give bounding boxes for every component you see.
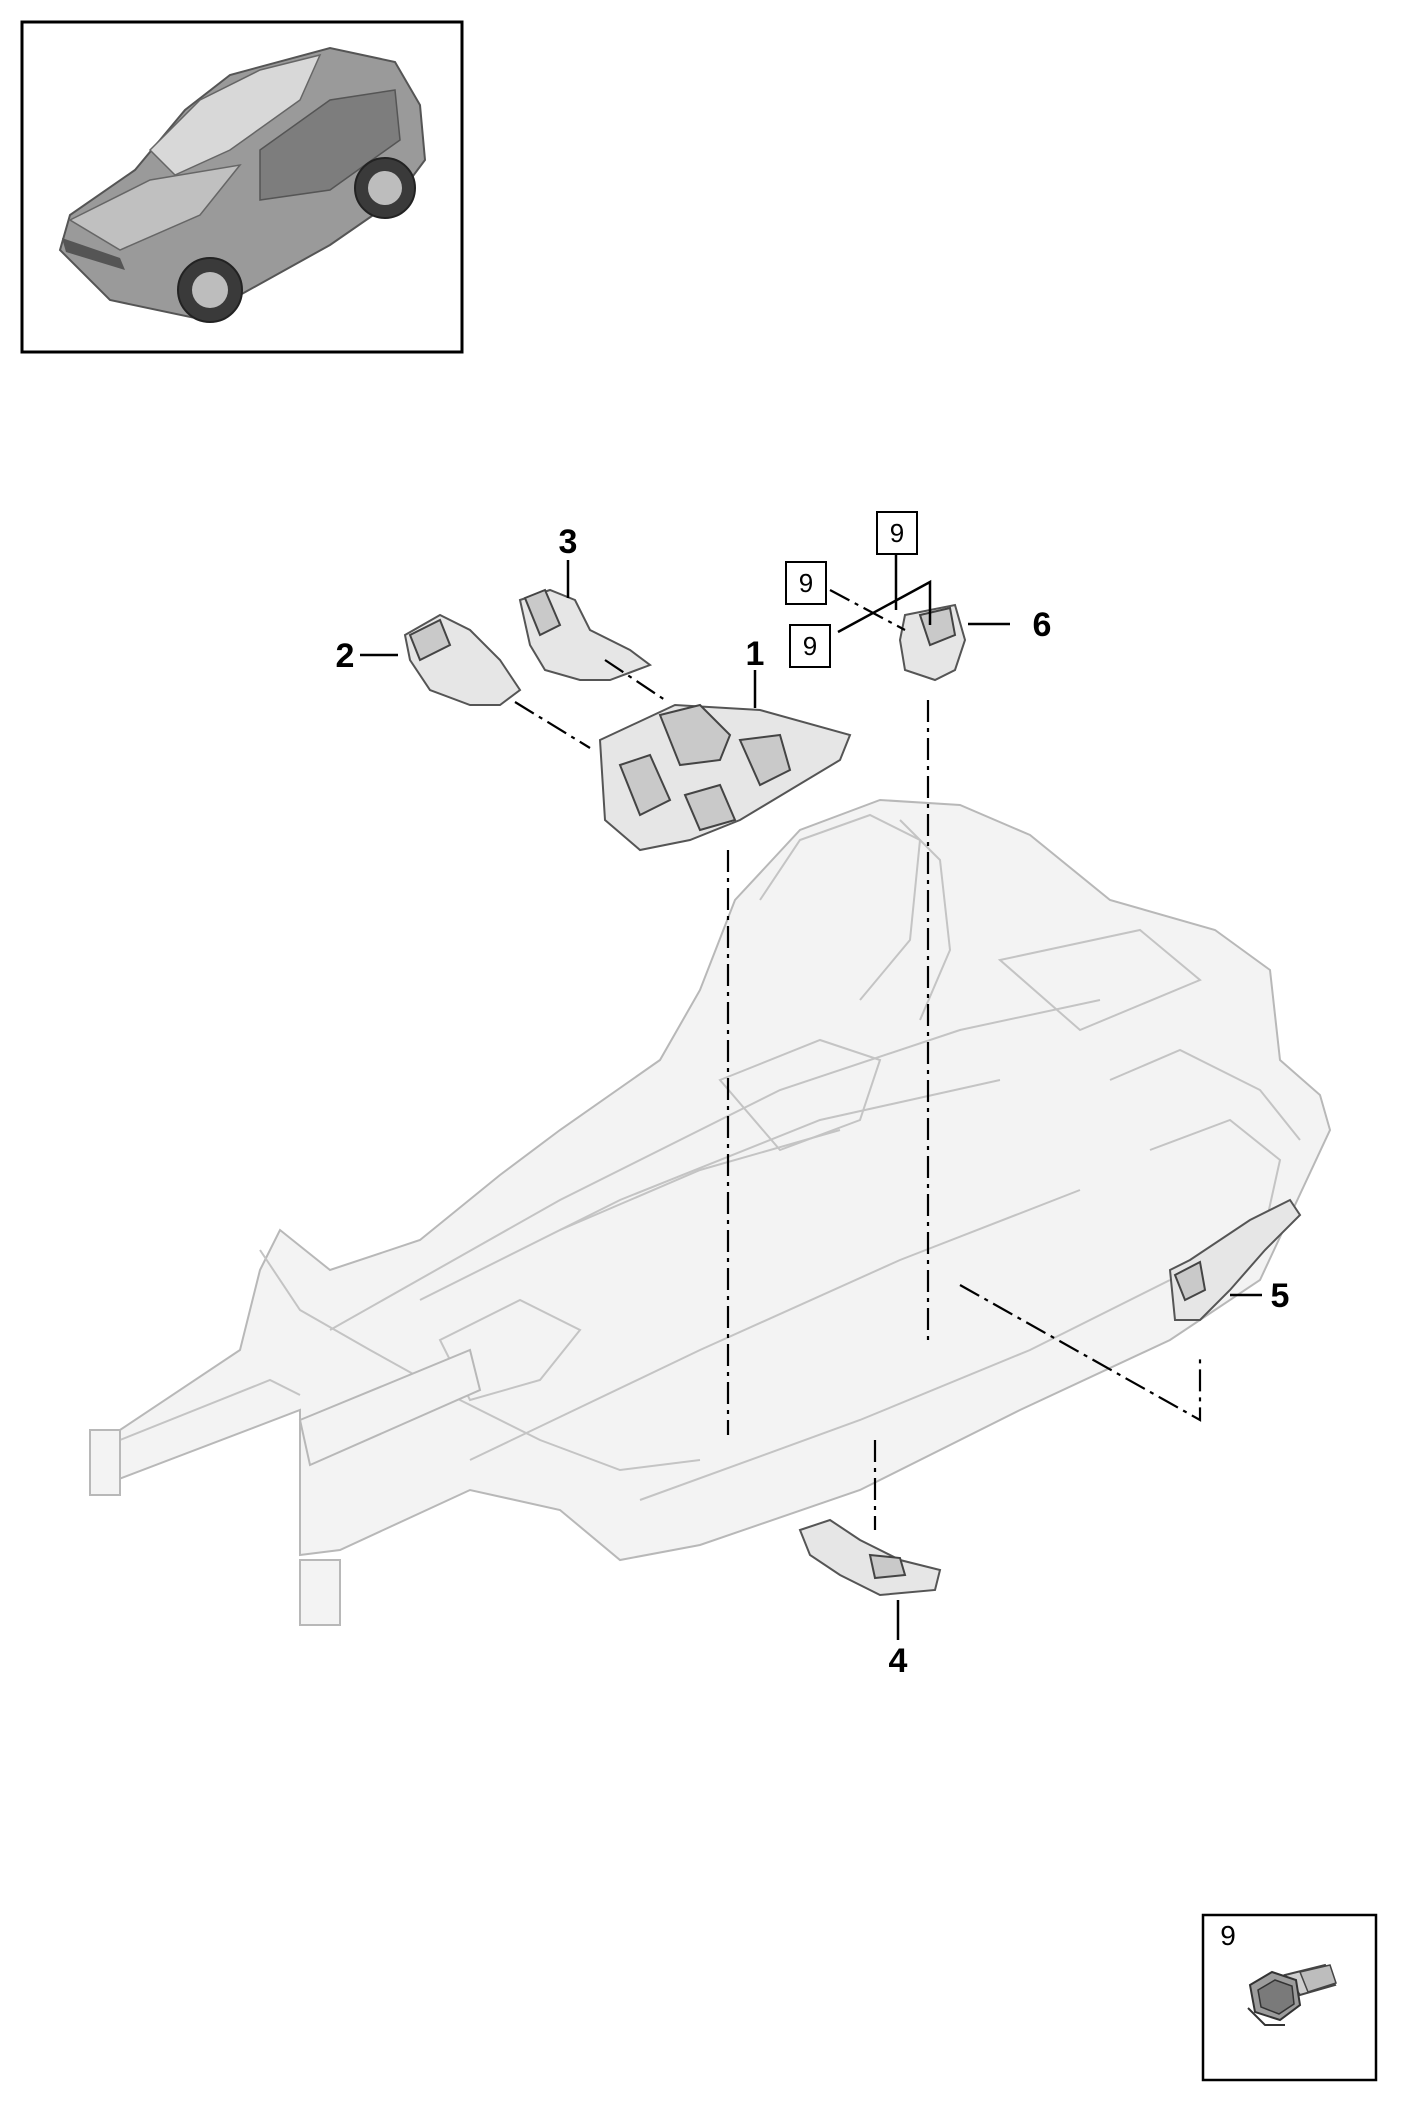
bolt-tag-upper-left: 9 [785, 561, 827, 605]
suv-thumbnail-icon [58, 46, 427, 323]
part-5-panel[interactable] [1168, 1198, 1302, 1321]
callout-5: 5 [1271, 1277, 1290, 1315]
callout-3: 3 [559, 523, 578, 561]
bolt-tag-lower-left: 9 [789, 624, 831, 668]
callout-6: 6 [1033, 606, 1052, 644]
legend-box: 9 [1201, 1913, 1378, 2082]
legend-number: 9 [1220, 1920, 1236, 1951]
bolt-tag-top-label: 9 [890, 518, 904, 548]
callout-4: 4 [889, 1642, 908, 1680]
part-6-bracket[interactable] [898, 603, 967, 682]
callout-1: 1 [746, 635, 765, 673]
assembly-lines [514, 589, 1202, 1530]
part-4-bracket[interactable] [798, 1518, 942, 1597]
hex-bolt-icon [1247, 1963, 1337, 2026]
bolt-tag-upper-left-label: 9 [799, 568, 813, 598]
bolt-tag-lower-left-label: 9 [803, 631, 817, 661]
part-3-bracket[interactable] [518, 588, 653, 681]
leader-lines [360, 555, 1262, 1640]
vehicle-overview [20, 20, 464, 354]
bolt-tag-top: 9 [876, 511, 918, 555]
part-2-bracket[interactable] [403, 613, 522, 706]
part-1-floor-reinforcement[interactable] [598, 703, 852, 852]
underbody-chassis [89, 798, 1332, 1626]
callout-2: 2 [336, 637, 355, 675]
